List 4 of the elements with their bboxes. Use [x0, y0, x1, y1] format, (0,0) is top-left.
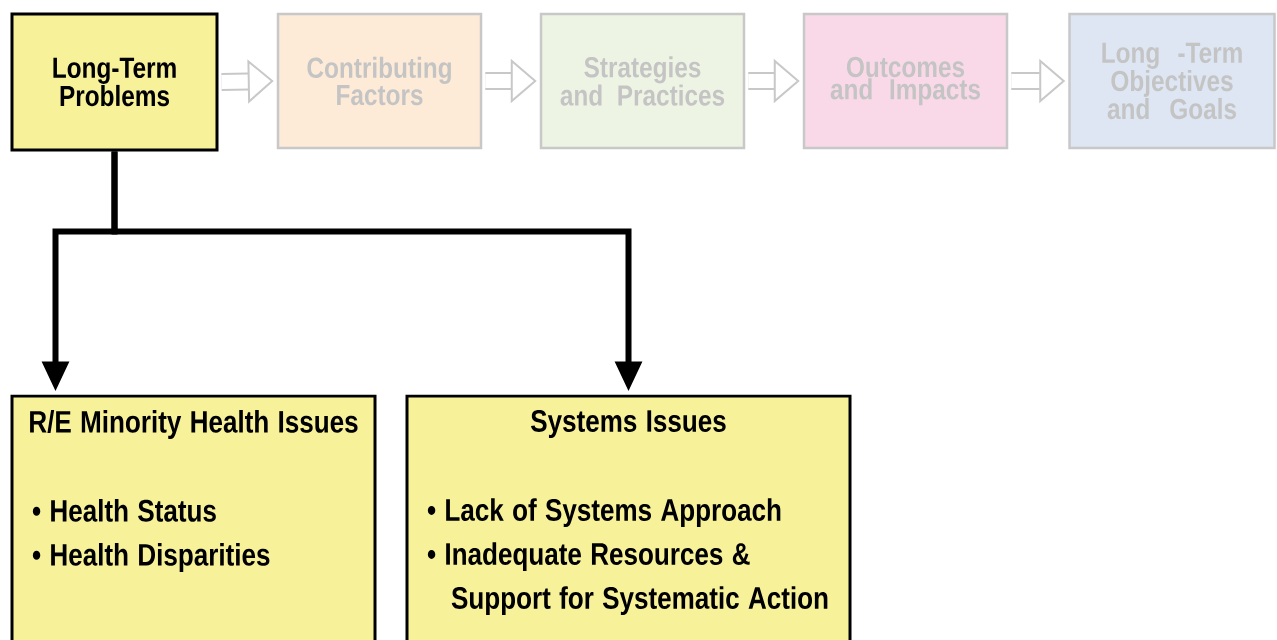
process-box: Contributing Factors: [276, 12, 483, 150]
issue-box: Systems Issues • Lack of Systems Approach • Inadequate Resources & Support for Systematic Action: [405, 394, 852, 640]
process-box: Long-Term Problems: [10, 12, 219, 152]
issue-box: R/E Minority Health Issues • Health Status • Health Disparities: [10, 394, 377, 640]
